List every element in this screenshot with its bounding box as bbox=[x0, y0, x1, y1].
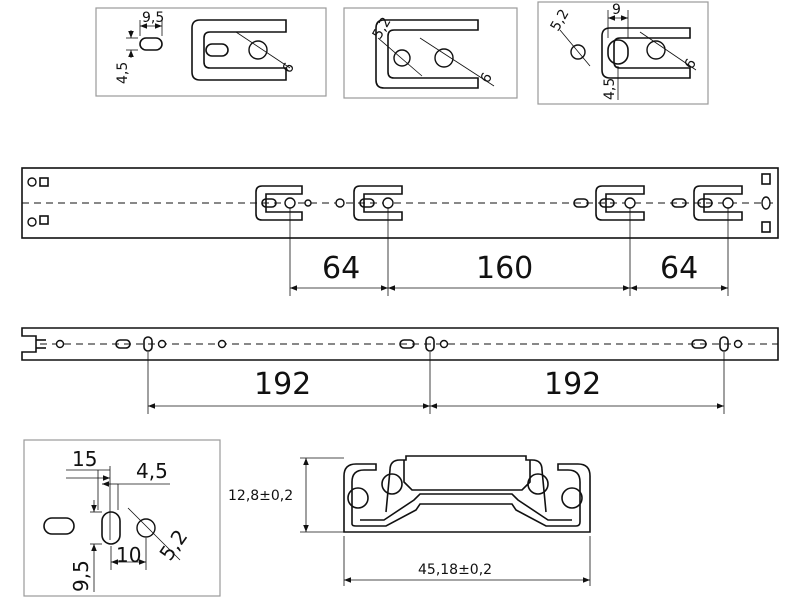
detail-a-height-label: 4,5 bbox=[115, 62, 131, 84]
detail-c-height-label: 4,5 bbox=[602, 78, 618, 100]
rail-body bbox=[21, 327, 779, 361]
detail-b-panel: 5,2 6 bbox=[343, 7, 518, 99]
top-spacing-mid-label: 160 bbox=[476, 251, 533, 286]
detail-d-4-5-label: 4,5 bbox=[136, 459, 168, 483]
top-spacing-left-label: 64 bbox=[322, 251, 360, 286]
rail-bracket-2 bbox=[353, 185, 403, 221]
detail-c-width-label: 9 bbox=[612, 2, 621, 18]
rail-bracket-4 bbox=[693, 185, 743, 221]
bottom-spacing-left-label: 192 bbox=[254, 367, 311, 402]
slot-shape bbox=[139, 37, 163, 51]
detail-d-panel: 15 4,5 5,2 9,5 10 bbox=[23, 439, 221, 597]
detail-d-10-label: 10 bbox=[116, 543, 141, 567]
rail-bracket-1 bbox=[255, 185, 312, 221]
profile-outer bbox=[343, 463, 591, 533]
detail-d-15-label: 15 bbox=[72, 447, 97, 471]
detail-a-panel: 9,5 4,5 6 bbox=[95, 7, 327, 97]
bottom-rail: 192 192 bbox=[21, 327, 779, 414]
slot-shape bbox=[43, 517, 75, 535]
rail-bracket-3 bbox=[595, 185, 645, 221]
profile-width-label: 45,18±0,2 bbox=[418, 562, 492, 578]
bracket-shape bbox=[375, 19, 479, 89]
top-spacing-right-label: 64 bbox=[660, 251, 698, 286]
detail-a-width-label: 9,5 bbox=[142, 10, 164, 26]
bottom-spacing-right-label: 192 bbox=[544, 367, 601, 402]
detail-c-panel: 9 5,2 6 4,5 bbox=[537, 1, 709, 105]
profile-section: 12,8±0,2 45,18±0,2 bbox=[228, 455, 591, 586]
detail-d-9-5-label: 9,5 bbox=[69, 560, 93, 592]
bracket-shape bbox=[191, 19, 287, 81]
top-rail: 64 160 64 bbox=[21, 167, 779, 296]
profile-height-label: 12,8±0,2 bbox=[228, 488, 293, 504]
